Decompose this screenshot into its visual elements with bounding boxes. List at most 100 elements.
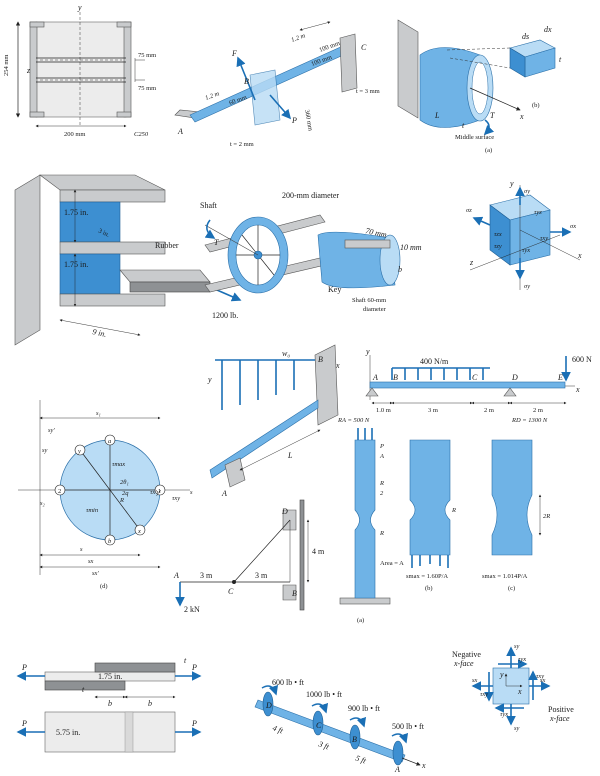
label-x: x [421, 761, 426, 770]
tau-yx-bottom: τyx [500, 711, 508, 718]
dim-top: 1.75 in. [64, 208, 88, 217]
dim-12m-left: 1.2 m [204, 90, 220, 102]
point-a: a [108, 438, 111, 445]
label-b: b [398, 265, 402, 274]
t-2: t [82, 685, 85, 694]
smax2-label: smax = 1.014P/A [482, 573, 528, 580]
dim-1: 3 m [200, 571, 213, 580]
label-L: L [287, 451, 293, 460]
fig-notched-bar: P A R 2 R Area = A R 2R smax = 1.60P/A s… [339, 428, 550, 624]
torque-3: 900 lb • ft [348, 704, 381, 713]
tau-zy: τzy [494, 243, 502, 250]
tmin-label: τmin [86, 507, 98, 514]
label-P: P [291, 116, 297, 125]
dim-spacing-1: 75 mm [138, 52, 156, 59]
s1-label: s₁ [96, 410, 101, 417]
label-dx: dx [544, 25, 552, 34]
load-label: 2 kN [184, 605, 200, 614]
dim-4: 2 m [533, 407, 543, 414]
dim-360: 360 mm [303, 109, 314, 131]
R2-den: 2 [380, 490, 384, 497]
dim-575: 5.75 in. [56, 728, 80, 737]
label-key: Key [328, 285, 341, 294]
caption-a: (a) [485, 147, 492, 154]
load-w: 400 N/m [420, 357, 449, 366]
sigma-y-bottom: σy [524, 283, 530, 290]
label-x: x [519, 112, 524, 121]
label-y: y [365, 347, 370, 356]
R2-label: R [379, 480, 384, 487]
sx-right: sx [540, 677, 546, 684]
label-B: B [393, 373, 398, 382]
load-label: 1200 lb. [212, 311, 238, 320]
label-t2: t [559, 55, 562, 64]
label-A: A [221, 489, 227, 498]
caption-b: (b) [425, 585, 433, 592]
dim-4: 4 m [312, 547, 325, 556]
reaction-A: RA = 500 N [337, 417, 370, 424]
point-1: 1 [158, 488, 161, 495]
fig-bar-torsion: F P A B C 1.2 m 1.2 m 100 mm 100 mm 60 m… [174, 21, 380, 148]
sigma-x: σx [570, 223, 576, 230]
tau-xy: τxy [540, 235, 548, 242]
tau-zx: τzx [494, 231, 502, 238]
channel-label: C250 [134, 131, 149, 138]
dist-3: 5 ft [354, 753, 368, 765]
tmax-label: τmax [112, 461, 125, 468]
s-label: s [80, 546, 83, 553]
label-C: C [472, 373, 478, 382]
label-x: x [335, 361, 340, 370]
label-C: C [316, 721, 322, 730]
sigma-z: σz [466, 207, 472, 214]
txy-label: τxy [172, 495, 180, 502]
s-axis-label: s [190, 489, 193, 496]
label-x: x [575, 385, 580, 394]
label-t: t [462, 121, 465, 130]
twoR-label: 2R [543, 513, 550, 520]
dim-9in: 9 in. [92, 327, 108, 339]
sx-label: sx [88, 558, 94, 565]
dim-2: 3 m [255, 571, 268, 580]
label-w0: w₀ [282, 349, 290, 358]
dim-width: 200 mm [64, 131, 86, 138]
sigma-y-top: σy [524, 188, 530, 195]
label-shaft: Shaft [200, 201, 218, 210]
P-1: P [21, 663, 27, 672]
label-shaft60: Shaft 60-mm [352, 297, 386, 304]
axis-x: x [577, 251, 582, 260]
fig-beam-loads: 400 N/m 600 N A B C D E x y 1.0 m 3 m 2 … [337, 347, 592, 424]
fig-pulley: Shaft T 200-mm diameter Key 70 mm 10 mm … [200, 191, 422, 313]
label-diameter: diameter [363, 306, 387, 313]
caption-d: (d) [100, 583, 108, 590]
sy-bottom: sy [514, 725, 520, 732]
P-3: P [21, 719, 27, 728]
P-2: P [191, 663, 197, 672]
dim-175: 1.75 in. [98, 672, 122, 681]
label-D: D [265, 701, 272, 710]
fig-wood-channel: y z 254 mm 200 mm 75 mm 75 mm C250 [3, 3, 156, 138]
txy1-label: τx'y' [150, 489, 161, 496]
axis-y: y [499, 670, 504, 679]
caption-a: (a) [357, 617, 364, 624]
tau-xy-left: τxy [480, 691, 488, 698]
sx-left: sx [472, 677, 478, 684]
label-C: C [228, 587, 234, 596]
fig-lap-joint: P P P P 1.75 in. t t b b 5.75 in. [16, 656, 202, 753]
dim-3in: 3 in. [97, 227, 111, 238]
torque-4: 500 lb • ft [392, 722, 425, 731]
dist-2: 3 ft [316, 739, 331, 752]
label-A: A [177, 127, 183, 136]
dim-bottom: 1.75 in. [64, 260, 88, 269]
label-T: T [490, 111, 495, 120]
label-D: D [511, 373, 518, 382]
pos-label: Positive [548, 705, 574, 714]
caption-c: (c) [508, 585, 515, 592]
label-D: D [281, 507, 288, 516]
label-B: B [292, 589, 297, 598]
label-B: B [352, 735, 357, 744]
label-C: C [361, 43, 367, 52]
label-A: A [394, 765, 400, 774]
tau-xy-right: τxy [536, 673, 544, 680]
axis-z-label: z [26, 66, 31, 75]
